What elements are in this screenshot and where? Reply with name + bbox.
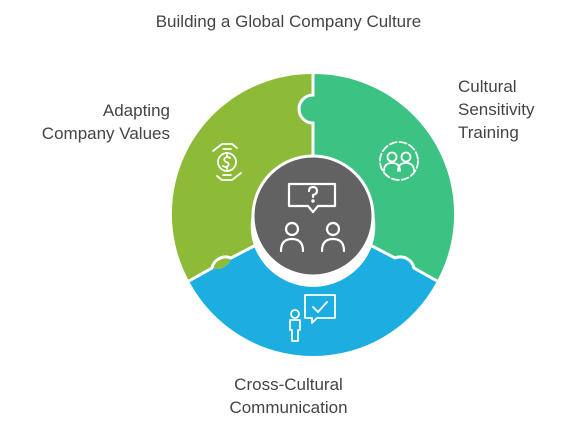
label-line: Communication xyxy=(229,398,348,417)
label-line: Cultural xyxy=(458,77,517,96)
segment-divider xyxy=(297,74,315,163)
label-line: Company Values xyxy=(41,124,170,143)
segment-divider xyxy=(371,244,438,283)
diagram-title: Building a Global Company Culture xyxy=(155,12,422,31)
label-line: Cross-Cultural xyxy=(234,375,343,394)
person-chat-check-icon xyxy=(289,294,336,342)
segment-cross-cultural-communication xyxy=(189,246,437,357)
label-cross-cultural-communication: Cross-Cultural Communication xyxy=(200,373,377,419)
label-line: Adapting xyxy=(102,101,170,120)
label-line: Training xyxy=(458,123,519,142)
segment-divider xyxy=(188,244,255,283)
group-circle-icon xyxy=(379,141,419,181)
center-hub xyxy=(251,154,375,278)
segment-cultural-sensitivity-training xyxy=(299,73,455,281)
label-adapting-company-values: Adapting Company Values xyxy=(30,99,170,145)
label-line: Sensitivity xyxy=(458,100,535,119)
segment-adapting-company-values xyxy=(171,73,313,281)
people-question-icon xyxy=(279,182,346,253)
label-cultural-sensitivity-training: Cultural Sensitivity Training xyxy=(458,75,568,144)
hand-dollar-icon xyxy=(212,143,242,181)
